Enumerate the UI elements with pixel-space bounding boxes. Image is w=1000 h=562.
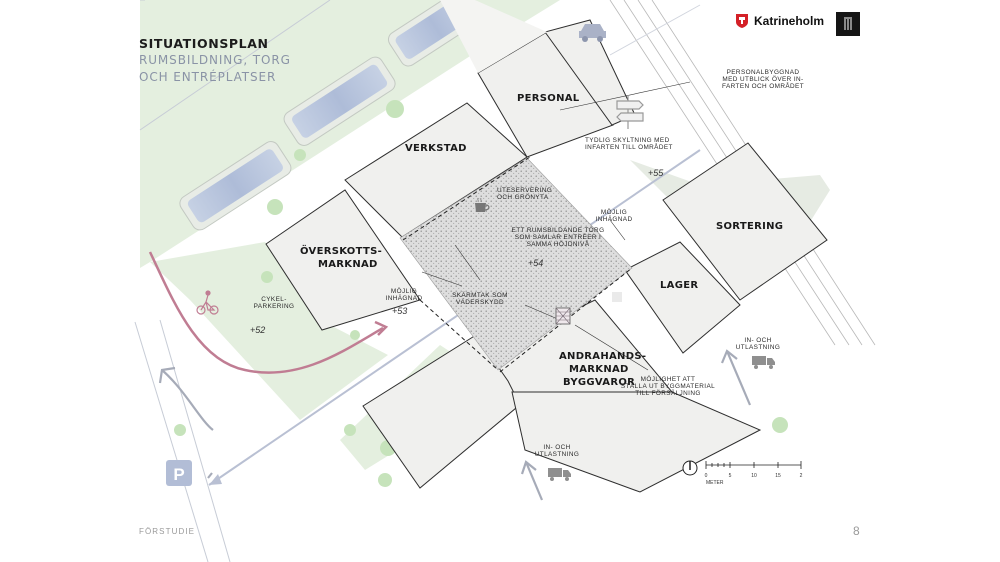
car-icon	[579, 24, 606, 42]
compass-icon	[682, 460, 698, 476]
elevation-53: +53	[392, 306, 407, 316]
elevation-52: +52	[250, 325, 265, 335]
svg-text:UTLASTNING: UTLASTNING	[736, 344, 780, 351]
cycle-path	[148, 251, 384, 374]
coat-of-arms-icon	[736, 14, 748, 28]
footer-label: FÖRSTUDIE	[139, 527, 196, 536]
svg-text:FARTEN OCH OMRÅDET: FARTEN OCH OMRÅDET	[722, 81, 804, 90]
flow-arrows	[158, 349, 752, 501]
svg-text:IN- OCH: IN- OCH	[744, 337, 771, 344]
svg-text:ETT RUMSBILDANDE TORG: ETT RUMSBILDANDE TORG	[512, 227, 605, 234]
svg-text:UTESERVERING: UTESERVERING	[497, 187, 552, 194]
building-lager	[624, 241, 741, 354]
svg-text:VÄDERSKYDD: VÄDERSKYDD	[456, 298, 504, 306]
svg-text:PERSONALBYGGNAD: PERSONALBYGGNAD	[727, 69, 800, 76]
svg-text:INFARTEN TILL OMRÅDET: INFARTEN TILL OMRÅDET	[585, 142, 673, 151]
annotation-lastning-right: IN- OCH UTLASTNING	[736, 337, 780, 351]
svg-text:SAMMA HÖJDNIVÅ: SAMMA HÖJDNIVÅ	[527, 239, 590, 248]
svg-text:5: 5	[729, 473, 732, 479]
label-personal: PERSONAL	[517, 93, 580, 104]
road-lines	[134, 0, 331, 562]
svg-text:TYDLIG SKYLTNING MED: TYDLIG SKYLTNING MED	[585, 137, 670, 144]
svg-text:IN- OCH: IN- OCH	[543, 444, 570, 451]
label-andrahand-3: BYGGVAROR	[563, 377, 635, 388]
signpost-icon	[616, 95, 644, 129]
svg-text:TILL FÖRSÄLJNING: TILL FÖRSÄLJNING	[635, 389, 700, 397]
road-arrow-head	[209, 474, 222, 485]
svg-text:STÄLLA UT BYGGMATERIAL: STÄLLA UT BYGGMATERIAL	[621, 382, 715, 390]
label-verkstad: VERKSTAD	[405, 143, 467, 154]
svg-text:MÖJLIGHET ATT: MÖJLIGHET ATT	[641, 375, 696, 383]
scale-bar	[705, 461, 802, 469]
green-area-north	[140, 0, 560, 268]
truck-icon	[752, 356, 775, 369]
access-road	[208, 149, 701, 486]
svg-text:0: 0	[705, 473, 708, 479]
scaffold-icon	[555, 307, 571, 325]
building-south-east	[511, 391, 762, 493]
page-number: 8	[853, 524, 860, 538]
svg-text:PARKERING: PARKERING	[254, 303, 295, 310]
annotation-torg: ETT RUMSBILDANDE TORG SOM SAMLAR ENTRÉER…	[512, 227, 605, 248]
parking-badge	[166, 460, 192, 486]
coffee-icon	[475, 197, 490, 212]
elevation-55: +55	[648, 168, 664, 178]
page-subtitle-line-2: OCH ENTRÉPLATSER	[139, 70, 277, 84]
page-title: SITUATIONSPLAN	[139, 36, 269, 51]
annotation-inhagnad-right: MÖJLIG INHÄGNAD	[596, 208, 633, 223]
parking-strip	[179, 141, 292, 231]
leader-lines	[421, 81, 691, 371]
label-overskott: ÖVERSKOTTS-	[300, 243, 382, 257]
svg-text:SOM SAMLAR ENTRÉER I: SOM SAMLAR ENTRÉER I	[515, 232, 601, 241]
svg-text:SKÄRMTAK SOM: SKÄRMTAK SOM	[452, 291, 508, 299]
annotation-byggmaterial: MÖJLIGHET ATT STÄLLA UT BYGGMATERIAL TIL…	[621, 375, 715, 397]
green-area-west	[150, 242, 388, 420]
buildings	[265, 0, 828, 493]
label-overskott-2: MARKNAD	[318, 259, 378, 270]
title-block: SITUATIONSPLAN RUMSBILDNING, TORG OCH EN…	[139, 36, 291, 85]
building-sortering	[662, 142, 828, 301]
label-sortering: SORTERING	[716, 221, 783, 232]
svg-text:INHÄGNAD: INHÄGNAD	[596, 215, 633, 223]
svg-text:CYKEL-: CYKEL-	[261, 296, 287, 303]
annotation-skarmtak: SKÄRMTAK SOM VÄDERSKYDD	[452, 291, 508, 306]
svg-text:15: 15	[775, 473, 781, 479]
architect-logo	[836, 12, 860, 36]
svg-text:INHÄGNAD: INHÄGNAD	[386, 294, 423, 302]
label-lager: LAGER	[660, 280, 698, 291]
svg-text:MÖJLIG: MÖJLIG	[391, 287, 417, 295]
svg-text:UTLASTNING: UTLASTNING	[535, 451, 579, 458]
svg-text:10: 10	[751, 473, 757, 479]
elevation-54: +54	[528, 258, 543, 268]
label-andrahand: ANDRAHANDS-	[559, 351, 646, 362]
svg-text:MED UTBLICK ÖVER IN-: MED UTBLICK ÖVER IN-	[722, 75, 803, 83]
brand-name: Katrineholm	[754, 14, 825, 28]
truck-icon	[548, 468, 571, 481]
svg-text:OCH GRÖNYTA: OCH GRÖNYTA	[497, 193, 549, 201]
scale-ticks: 0 5 10 15 2 METER	[705, 473, 803, 486]
annotation-personalbyggnad: PERSONALBYGGNAD MED UTBLICK ÖVER IN- FAR…	[722, 69, 804, 90]
page-subtitle-line-1: RUMSBILDNING, TORG	[139, 53, 291, 67]
brand: Katrineholm	[736, 14, 824, 28]
building-north-edge	[440, 0, 547, 73]
annotation-skyltning: TYDLIG SKYLTNING MED INFARTEN TILL OMRÅD…	[585, 137, 673, 151]
parking-strip	[283, 56, 396, 146]
svg-text:MÖJLIG: MÖJLIG	[601, 208, 627, 216]
svg-text:2: 2	[800, 473, 803, 479]
columns-icon	[844, 17, 852, 30]
annotation-uteservering: UTESERVERING OCH GRÖNYTA	[497, 187, 552, 201]
bicycle-icon	[196, 290, 219, 315]
access-road-north	[609, 4, 701, 56]
label-andrahand-2: MARKNAD	[569, 364, 629, 375]
parking-label: P	[173, 465, 184, 484]
svg-text:METER: METER	[706, 480, 724, 486]
annotation-inhagnad-left: MÖJLIG INHÄGNAD	[386, 287, 423, 302]
annotation-cykel: CYKEL- PARKERING	[254, 296, 295, 310]
cycle-path-arrow	[374, 320, 389, 336]
annotation-lastning-bottom: IN- OCH UTLASTNING	[535, 444, 579, 458]
